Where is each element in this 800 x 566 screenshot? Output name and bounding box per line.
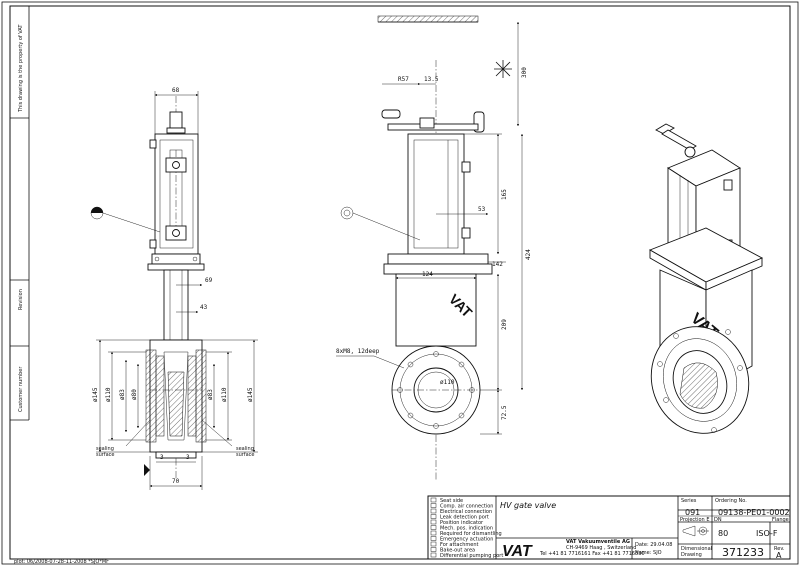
legend-item: Differential pumping port	[440, 553, 503, 559]
rev-value: A	[776, 551, 782, 560]
flange-label: Flange	[772, 517, 789, 523]
dim-165: 165	[501, 189, 508, 200]
flange-value: ISO-F	[756, 529, 778, 538]
legend-item: Position indicator	[440, 520, 484, 526]
property-notice: This drawing is the property of VAT	[18, 24, 24, 113]
rev-label: Rev.	[774, 546, 785, 552]
drawing-number: 371233	[722, 546, 764, 559]
dim-424: 424	[525, 249, 532, 260]
left-margin: This drawing is the property of VAT Revi…	[10, 6, 30, 421]
legend-item: Mech. pos. indication	[440, 526, 493, 532]
dim-dia110-left: ø110	[105, 387, 112, 402]
footer-note: plot: 06/2008-07-28-11-2008 *SJO*MF	[14, 559, 109, 565]
dim-300: 300	[521, 67, 528, 78]
customer-number-label: Customer number	[18, 366, 24, 412]
dim-142: 142	[492, 261, 503, 268]
isometric-view: VAT	[648, 123, 764, 434]
legend-item: Emergency actuation	[440, 537, 493, 543]
projection-label: Projection E	[680, 517, 709, 523]
dim-dia80-left: ø80	[131, 389, 138, 400]
dn-value: 80	[718, 529, 728, 538]
legend-item: Required for dismantling	[440, 531, 502, 537]
dim-70: 70	[172, 478, 180, 485]
dim-209: 209	[501, 319, 508, 330]
legend-item: Bake-out area	[440, 548, 475, 554]
drawing-border	[9, 5, 791, 560]
dim-dia110-right: ø110	[221, 387, 228, 402]
revision-label: Revision	[18, 289, 24, 310]
thread-callout: 8xM8, 12deep	[336, 348, 380, 355]
front-view: VAT ø110 R57 13.5 300	[336, 15, 532, 480]
dim-dia145-right: ø145	[247, 387, 254, 402]
dim-72-5: 72.5	[501, 405, 508, 420]
dim-43: 43	[200, 304, 208, 311]
company-tel: Tel +41 81 7716161 Fax +41 81 7716830	[539, 551, 645, 557]
legend-item: Leak detection port	[440, 515, 489, 521]
legend-item: Seat side	[440, 498, 463, 504]
series-value: 091	[685, 508, 700, 517]
dn-label: DN	[714, 517, 722, 523]
series-label: Series	[681, 498, 697, 504]
dim-69: 69	[205, 277, 213, 284]
dim-124: 124	[422, 271, 433, 278]
legend-item: Electrical connection	[440, 509, 492, 515]
dim-dia83-left: ø83	[119, 389, 126, 400]
dim-dia145-left: ø145	[92, 387, 99, 402]
dim-gap-right: 3	[186, 454, 190, 461]
name-label: Name: SJO	[635, 550, 662, 556]
ordering-value: 09138-PE01-0002	[718, 508, 790, 517]
legend-list: Seat side Comp. air connection Electrica…	[430, 497, 503, 559]
vat-logo: VAT	[502, 543, 533, 560]
projection-icon	[682, 525, 709, 537]
dim-13-5: 13.5	[424, 76, 439, 83]
ordering-label: Ordering No.	[715, 498, 747, 504]
side-view: 68 69 43 ø145 ø110 ø83 ø80 ø83 ø110 ø145…	[90, 87, 258, 490]
dim-53: 53	[478, 206, 486, 213]
drawing-title: HV gate valve	[500, 501, 556, 510]
legend-item: For attachment	[440, 542, 478, 548]
legend-item: Comp. air connection	[440, 504, 493, 510]
dim-gap-left: 3	[160, 454, 164, 461]
bore-dia: ø110	[440, 379, 455, 386]
dim-r57: R57	[398, 76, 409, 83]
company-name: VAT Vakuumventile AG	[566, 539, 630, 545]
asterisk-icon	[494, 60, 512, 78]
dim-68: 68	[172, 87, 180, 94]
title-block: Seat side Comp. air connection Electrica…	[427, 495, 791, 560]
date-label: Date: 29.04.08	[635, 542, 673, 548]
company-address: CH-9469 Haag , Switzerland	[566, 545, 636, 551]
dim-dia83-right: ø83	[207, 389, 214, 400]
